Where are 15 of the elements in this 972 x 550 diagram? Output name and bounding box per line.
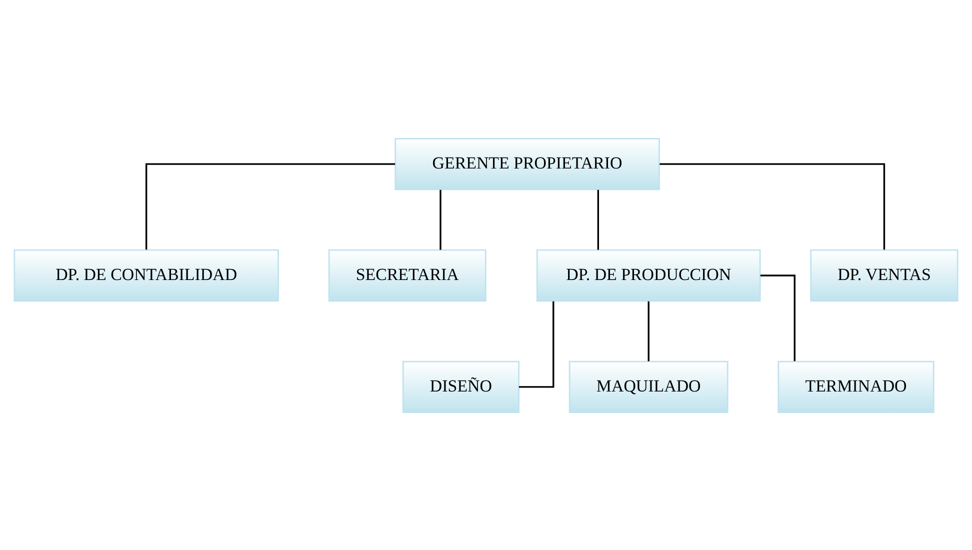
node-box: GERENTE PROPIETARIO: [394, 137, 660, 190]
node-box: DISEÑO: [402, 360, 520, 413]
node-box: DP. VENTAS: [810, 248, 958, 302]
connector: [660, 162, 886, 250]
connector: [440, 189, 442, 250]
connector: [145, 162, 396, 250]
connector: [760, 274, 796, 361]
node-box: DP. DE PRODUCCION: [536, 248, 761, 302]
connector: [648, 300, 650, 361]
connector: [597, 189, 600, 250]
node-box: MAQUILADO: [568, 360, 728, 413]
node-box: TERMINADO: [778, 360, 934, 413]
node-box: SECRETARIA: [328, 248, 486, 302]
node-box: DP. DE CONTABILIDAD: [14, 248, 279, 302]
connector: [518, 300, 554, 388]
